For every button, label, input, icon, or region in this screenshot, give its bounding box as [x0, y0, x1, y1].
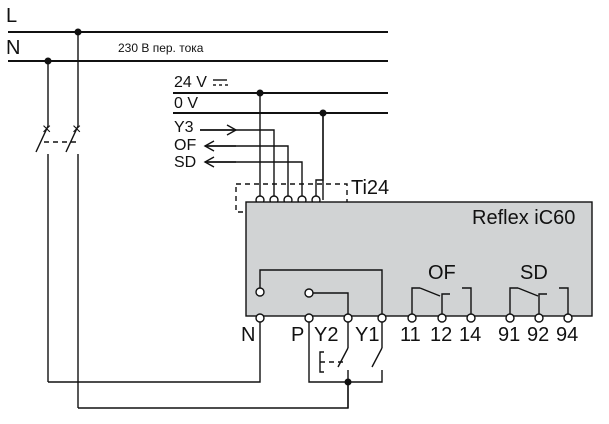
- y2-contact: [337, 347, 349, 368]
- y1-contact: [371, 347, 383, 368]
- of-contact-group: [411, 287, 472, 318]
- p-wire: [308, 322, 348, 383]
- terminal-label: N: [241, 324, 255, 346]
- of-group-label: OF: [428, 262, 456, 284]
- y3-signal-line: [200, 124, 275, 200]
- terminal-label: P: [291, 324, 304, 346]
- l-return-wire: [78, 382, 349, 409]
- sd-group-label: SD: [520, 262, 548, 284]
- terminal-y1: [377, 313, 387, 323]
- supply-voltage-label: 230 В пер. тока: [118, 41, 204, 55]
- terminal-label: 12: [430, 324, 452, 346]
- terminal-n: [255, 313, 265, 323]
- two-pole-breaker: × ×: [35, 32, 81, 408]
- terminal-label: Y1: [355, 324, 379, 346]
- n-return-wire: [48, 322, 261, 383]
- y1-wire-bottom: [348, 370, 383, 383]
- terminal-label: 92: [527, 324, 549, 346]
- of-signal-label: OF: [174, 137, 196, 154]
- internal-n-link: [259, 269, 383, 318]
- ti24-connector: [235, 183, 348, 213]
- y3-label: Y3: [174, 119, 194, 136]
- reflex-module: [245, 201, 593, 317]
- terminal-92: [534, 313, 544, 323]
- terminal-label: 11: [400, 324, 421, 346]
- line-l-label: L: [6, 5, 17, 27]
- terminal-14: [466, 313, 476, 323]
- terminal-y2: [343, 313, 353, 323]
- v24-label: 24 V: [174, 74, 207, 91]
- neutral-n-label: N: [6, 37, 20, 59]
- sd-signal-line: [203, 156, 303, 200]
- terminal-label: 91: [498, 324, 520, 346]
- terminal-p: [304, 313, 314, 323]
- terminal-label: 94: [556, 324, 578, 346]
- terminal-12: [437, 313, 447, 323]
- module-title: Reflex iC60: [472, 207, 575, 229]
- terminal-91: [505, 313, 515, 323]
- terminal-94: [563, 313, 573, 323]
- ti24-label: Ti24: [351, 177, 389, 199]
- v0-drop-b: [315, 113, 324, 200]
- dc-symbol: [213, 79, 228, 86]
- sd-contact-group: [509, 287, 569, 318]
- internal-y2-link: [313, 292, 349, 318]
- v0-label: 0 V: [174, 95, 198, 112]
- pushbutton-actuator: [319, 351, 345, 373]
- sd-signal-label: SD: [174, 154, 196, 171]
- internal-contact: [304, 288, 314, 298]
- terminal-11: [407, 313, 417, 323]
- terminal-label: 14: [459, 324, 481, 346]
- of-signal-line: [203, 140, 289, 200]
- internal-contact: [255, 287, 265, 297]
- terminal-label: Y2: [314, 324, 338, 346]
